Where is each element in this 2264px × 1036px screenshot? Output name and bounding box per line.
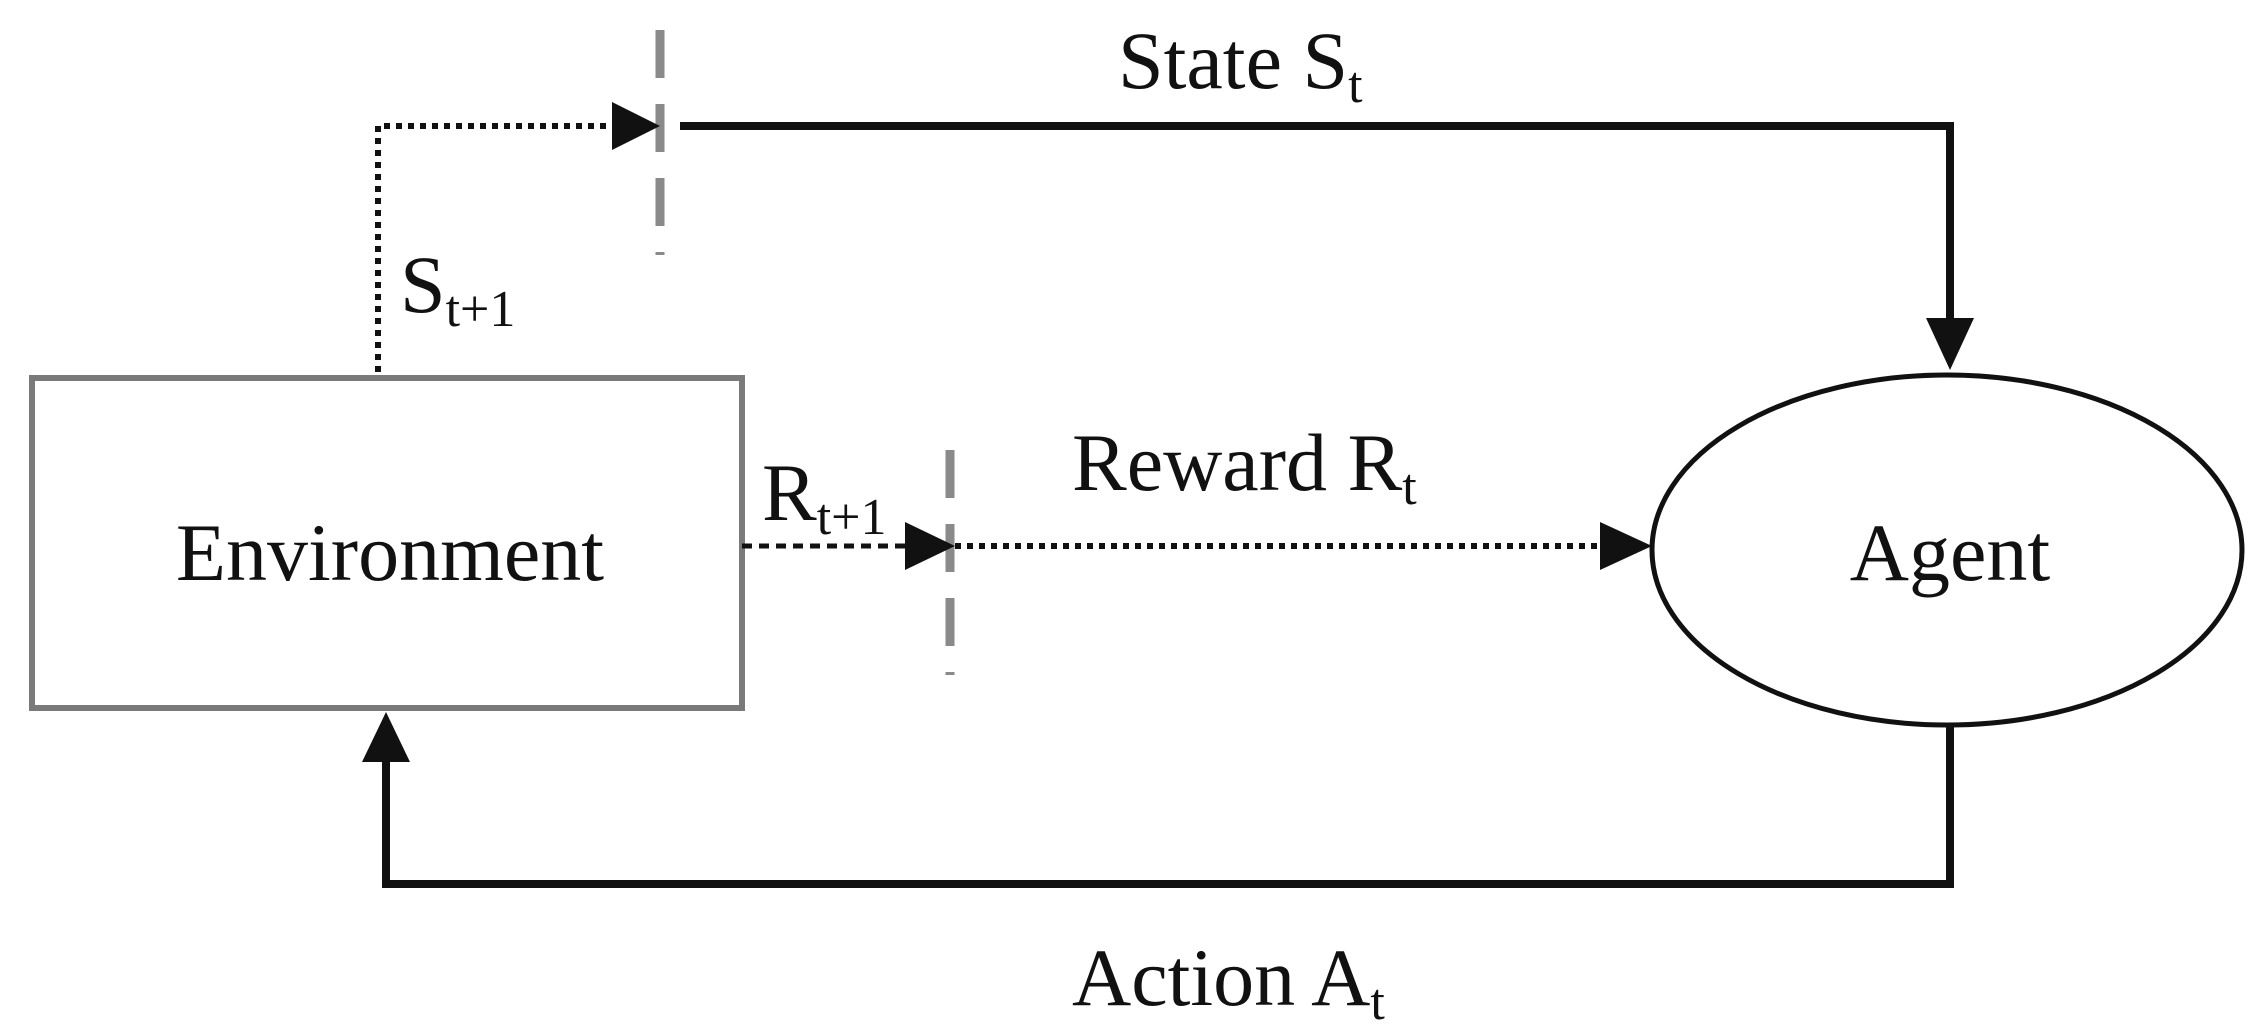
agent-label: Agent — [1850, 507, 2051, 598]
next-state-path — [375, 123, 612, 372]
environment-label: Environment — [176, 507, 604, 598]
environment-box — [29, 375, 745, 711]
next-reward-arrowhead — [905, 522, 955, 570]
next-state-arrowhead — [612, 102, 660, 150]
reward-arrowhead — [1600, 522, 1652, 570]
state-label: State St — [1118, 15, 1363, 114]
state-arrowhead — [1926, 318, 1974, 370]
next-reward-label: Rt+1 — [762, 447, 886, 546]
action-label: Action At — [1072, 932, 1385, 1031]
action-path — [382, 725, 1954, 888]
state-path — [680, 122, 1954, 320]
reward-label: Reward Rt — [1072, 417, 1417, 516]
next-state-label: St+1 — [400, 239, 515, 338]
action-arrowhead — [362, 712, 410, 762]
